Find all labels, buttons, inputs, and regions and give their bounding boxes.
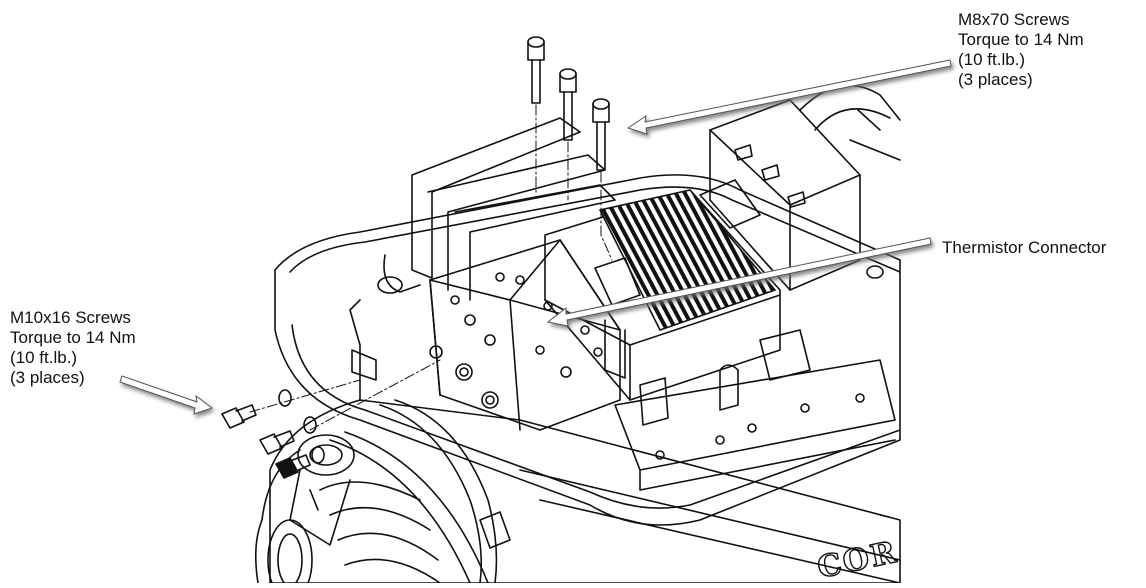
callout-line: (10 ft.lb.) <box>10 348 78 367</box>
callout-line: (3 places) <box>10 368 85 387</box>
motor-controller <box>544 179 896 491</box>
m8-screws <box>527 36 610 171</box>
motor-housing <box>254 399 901 588</box>
callout-arrows <box>119 59 952 415</box>
m10-screws-callout: M10x16 Screws Torque to 14 Nm (10 ft.lb.… <box>10 308 136 388</box>
terminal-block <box>429 239 626 431</box>
m10-arrow-icon <box>119 375 214 415</box>
callout-line: (3 places) <box>958 70 1033 89</box>
callout-line: Torque to 14 Nm <box>10 328 136 347</box>
m8-arrow-icon <box>626 59 952 135</box>
lifting-eye <box>289 434 355 546</box>
callout-line: Thermistor Connector <box>942 238 1107 257</box>
centerlines <box>249 104 613 431</box>
m10-screws <box>221 389 325 479</box>
callout-line: M8x70 Screws <box>958 10 1070 29</box>
mounting-brackets <box>377 117 616 301</box>
thermistor-connector-callout: Thermistor Connector <box>942 238 1106 258</box>
callout-line: M10x16 Screws <box>10 308 131 327</box>
terminal-box-flange <box>274 174 901 526</box>
callout-line: (10 ft.lb.) <box>958 50 1026 69</box>
thermistor-arrow-icon <box>546 237 932 327</box>
end-shield <box>319 399 511 584</box>
m8-screws-callout: M8x70 Screws Torque to 14 Nm (10 ft.lb.)… <box>958 10 1084 90</box>
callout-line: Torque to 14 Nm <box>958 30 1084 49</box>
